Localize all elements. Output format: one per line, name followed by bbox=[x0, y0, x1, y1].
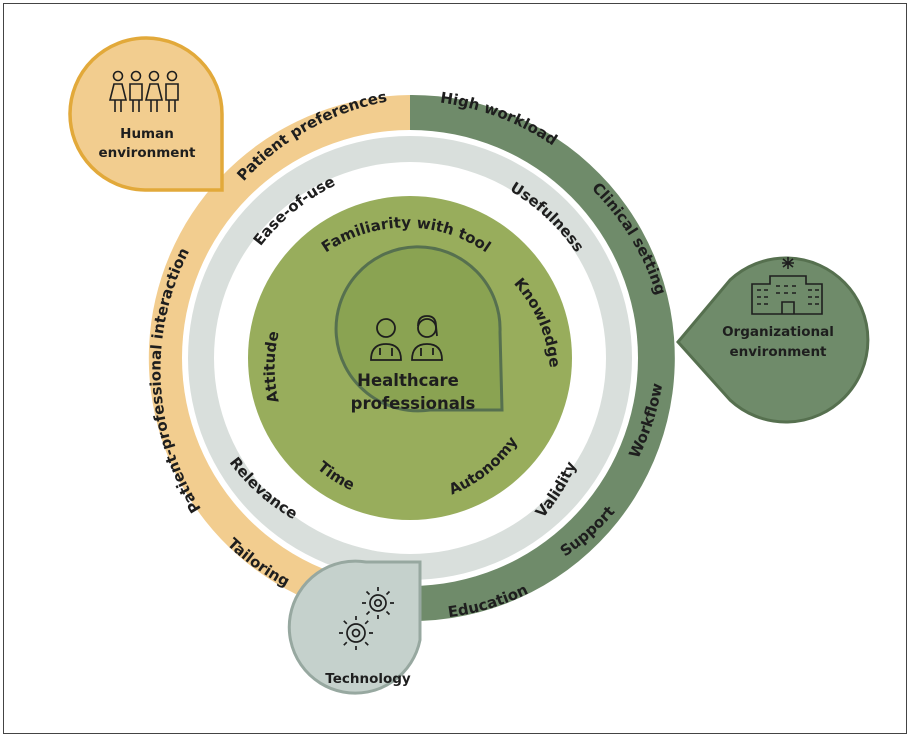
center-label-line1: Healthcare bbox=[357, 371, 459, 390]
organizational-environment-label-line2: environment bbox=[729, 344, 827, 360]
organizational-environment-bubble bbox=[676, 256, 870, 424]
gears-icon bbox=[339, 587, 394, 650]
center-label-line2: professionals bbox=[351, 394, 476, 413]
center-droplet bbox=[334, 245, 504, 413]
hospital-building-icon bbox=[751, 257, 823, 315]
technology-label: Technology bbox=[325, 671, 411, 687]
human-environment-label-line2: environment bbox=[98, 145, 196, 161]
people-group-icon bbox=[108, 70, 179, 112]
human-environment-label-line1: Human bbox=[120, 126, 174, 142]
organizational-environment-label-line1: Organizational bbox=[722, 324, 834, 340]
healthcare-professionals-icon bbox=[370, 315, 443, 361]
label-attitude: Attitude bbox=[261, 329, 283, 404]
human-environment-bubble bbox=[68, 36, 224, 192]
